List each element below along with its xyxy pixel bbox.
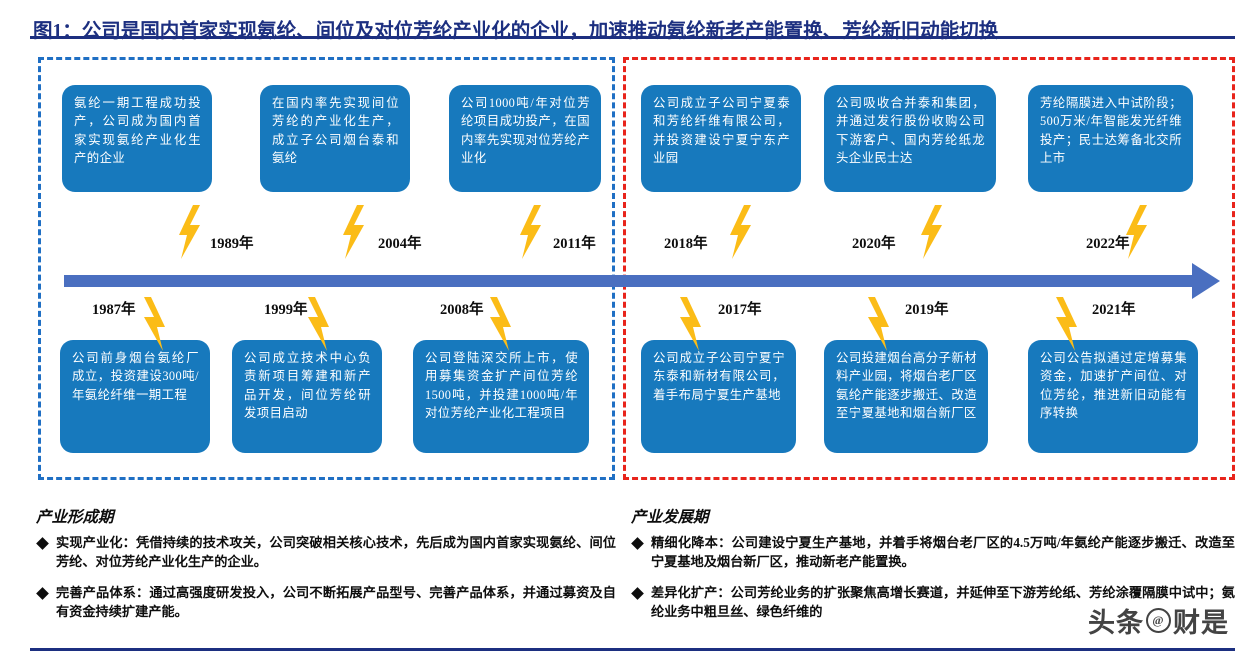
timeline-event-card: 公司成立子公司宁夏宁东泰和新材有限公司，着手布局宁夏生产基地 [641,340,796,453]
timeline-year-label: 1989年 [210,236,254,252]
phase-region-development [623,57,1235,480]
page-title: 图1：公司是国内首家实现氨纶、间位及对位芳纶产业化的企业，加速推动氨纶新老产能置… [33,21,999,42]
timeline-event-card: 公司吸收合并泰和集团，并通过发行股份收购公司下游客户、国内芳纶纸龙头企业民士达 [824,85,996,192]
timeline-year-label: 2019年 [905,302,949,318]
bullet-item: 实现产业化：凭借持续的技术攻关，公司突破相关核心技术，先后成为国内首家实现氨纶、… [36,534,616,571]
lightning-bolt-icon [866,297,892,351]
section-heading: 产业形成期 [36,509,114,526]
diamond-bullet-icon [631,587,644,601]
lightning-bolt-icon [1123,205,1149,259]
timeline-event-card: 芳纶隔膜进入中试阶段；500万米/年智能发光纤维投产；民士达筹备北交所上市 [1028,85,1193,192]
bottom-divider [30,648,1235,651]
bullet-item: 差异化扩产：公司芳纶业务的扩张聚焦高增长赛道，并延伸至下游芳纶纸、芳纶涂覆隔膜中… [631,584,1235,621]
timeline-event-card: 公司成立子公司宁夏泰和芳纶纤维有限公司，并投资建设宁夏宁东产业园 [641,85,801,192]
lightning-bolt-icon [678,297,704,351]
timeline-event-card: 公司1000吨/年对位芳纶项目成功投产，在国内率先实现对位芳纶产业化 [449,85,601,192]
timeline-year-label: 1999年 [264,302,308,318]
diamond-bullet-icon [631,537,644,550]
timeline-event-card: 公司成立技术中心负责新项目筹建和新产品开发，间位芳纶研发项目启动 [232,340,382,453]
timeline-year-label: 1987年 [92,302,136,318]
diamond-bullet-icon [36,587,49,601]
timeline-event-card: 公司登陆深交所上市，使用募集资金扩产间位芳纶1500吨，并投建1000吨/年对位… [413,340,589,453]
timeline-year-label: 2021年 [1092,302,1136,318]
watermark-at-icon: @ [1146,607,1171,633]
bullet-text: 精细化降本：公司建设宁夏生产基地，并着手将烟台老厂区的4.5万吨/年氨纶产能逐步… [651,535,1235,569]
phase-region-formation [38,57,615,480]
lightning-bolt-icon [176,205,202,259]
timeline-event-card: 公司投建烟台高分子新材料产业园，将烟台老厂区氨纶产能逐步搬迁、改造至宁夏基地和烟… [824,340,988,453]
timeline-year-label: 2017年 [718,302,762,318]
bullet-item: 完善产品体系：通过高强度研发投入，公司不断拓展产品型号、完善产品体系，并通过募资… [36,584,616,621]
timeline-axis [64,275,1196,287]
timeline-year-label: 2020年 [852,236,896,252]
title-divider [30,36,1235,39]
lightning-bolt-icon [517,205,543,259]
lightning-bolt-icon [918,205,944,259]
lightning-bolt-icon [727,205,753,259]
bullet-text: 完善产品体系：通过高强度研发投入，公司不断拓展产品型号、完善产品体系，并通过募资… [56,585,616,620]
timeline-event-card: 公司公告拟通过定增募集资金，加速扩产间位、对位芳纶，推进新旧动能有序转换 [1028,340,1198,453]
watermark: 头条 @ 财是 [1088,598,1256,642]
commentary-section-development: 产业发展期 精细化降本：公司建设宁夏生产基地，并着手将烟台老厂区的4.5万吨/年… [631,505,1235,635]
bullet-text: 实现产业化：凭借持续的技术攻关，公司突破相关核心技术，先后成为国内首家实现氨纶、… [56,535,616,569]
lightning-bolt-icon [306,297,332,351]
diamond-bullet-icon [36,537,49,550]
commentary-section-formation: 产业形成期 实现产业化：凭借持续的技术攻关，公司突破相关核心技术，先后成为国内首… [36,505,616,635]
lightning-bolt-icon [142,297,168,351]
timeline-arrow-head [1192,263,1220,299]
watermark-prefix: 头条 [1088,607,1144,638]
bullet-text: 差异化扩产：公司芳纶业务的扩张聚焦高增长赛道，并延伸至下游芳纶纸、芳纶涂覆隔膜中… [651,585,1235,620]
lightning-bolt-icon [1054,297,1080,351]
timeline-year-label: 2004年 [378,236,422,252]
lightning-bolt-icon [340,205,366,259]
timeline-year-label: 2008年 [440,302,484,318]
timeline-year-label: 2018年 [664,236,708,252]
timeline-event-card: 公司前身烟台氨纶厂成立，投资建设300吨/年氨纶纤维一期工程 [60,340,210,453]
figure-title-bar: 图1：公司是国内首家实现氨纶、间位及对位芳纶产业化的企业，加速推动氨纶新老产能置… [0,14,1260,46]
lightning-bolt-icon [488,297,514,351]
timeline-year-label: 2011年 [553,236,596,252]
section-heading: 产业发展期 [631,509,709,526]
timeline-event-card: 氨纶一期工程成功投产，公司成为国内首家实现氨纶产业化生产的企业 [62,85,212,192]
timeline-event-card: 在国内率先实现间位芳纶的产业化生产，成立子公司烟台泰和氨纶 [260,85,410,192]
watermark-suffix: 财是 [1173,607,1229,638]
bullet-item: 精细化降本：公司建设宁夏生产基地，并着手将烟台老厂区的4.5万吨/年氨纶产能逐步… [631,534,1235,571]
timeline-year-label: 2022年 [1086,236,1130,252]
